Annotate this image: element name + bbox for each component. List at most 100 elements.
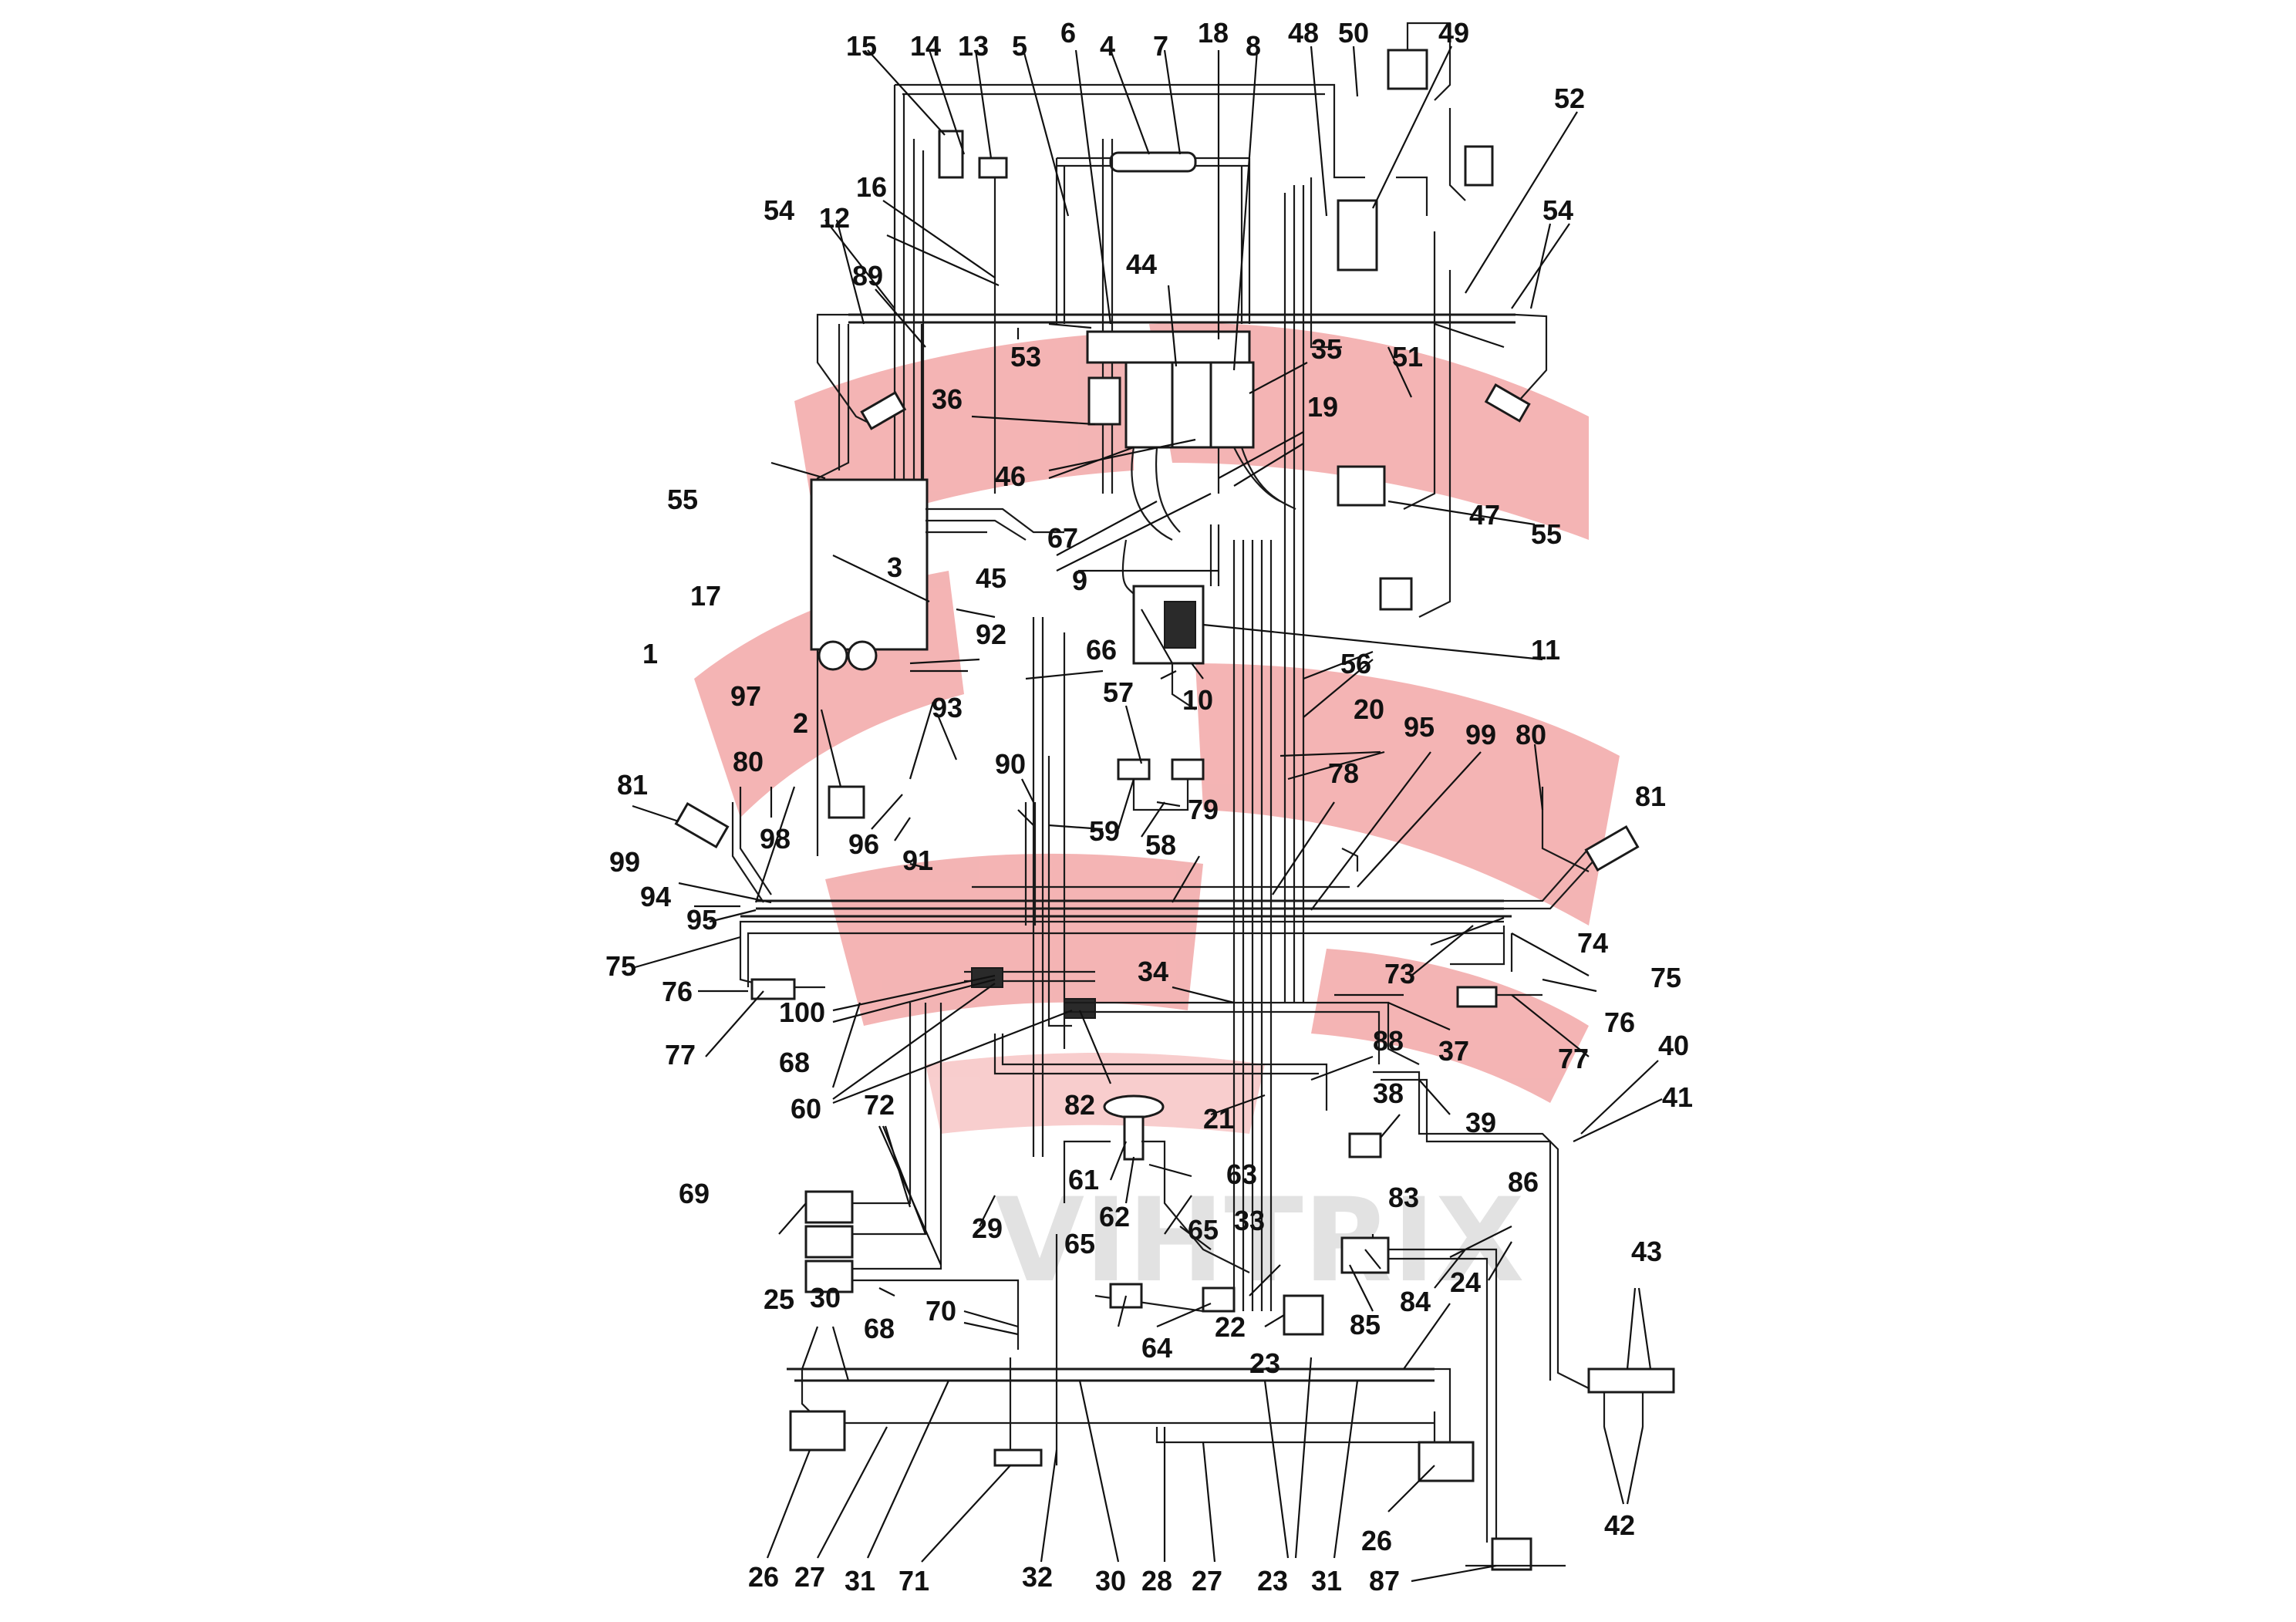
callout-29: 29 (972, 1212, 1003, 1244)
valve-body (1164, 601, 1196, 649)
lift-cylinder (1587, 1367, 1675, 1394)
callout-97: 97 (730, 680, 761, 712)
callout-34: 34 (1138, 956, 1168, 987)
callout-80-left: 80 (733, 746, 764, 777)
callout-23-upper: 23 (1249, 1347, 1280, 1379)
callout-75-right: 75 (1650, 962, 1681, 993)
callout-32: 32 (1022, 1561, 1053, 1593)
callout-91: 91 (902, 845, 933, 876)
valve-38 (1348, 1132, 1382, 1158)
callout-94: 94 (640, 881, 671, 912)
fitting-71 (993, 1448, 1043, 1467)
pedal-valve-64 (1202, 1286, 1236, 1313)
callout-18: 18 (1198, 17, 1229, 49)
callout-74: 74 (1577, 927, 1608, 959)
brake-caliper (789, 1410, 846, 1452)
callout-17: 17 (690, 580, 721, 612)
callout-46: 46 (995, 460, 1026, 492)
valve-56 (1379, 577, 1413, 611)
callout-14: 14 (910, 30, 941, 62)
callout-4: 4 (1100, 30, 1115, 62)
callout-44: 44 (1126, 248, 1157, 280)
callout-labels: 15 14 13 5 6 4 7 18 8 48 50 49 52 16 12 … (605, 17, 1693, 1597)
valve-84 (1340, 1236, 1390, 1274)
callout-68-lower: 68 (864, 1313, 895, 1344)
callout-8: 8 (1246, 30, 1261, 62)
callout-68-upper: 68 (779, 1047, 810, 1078)
callout-59: 59 (1089, 815, 1120, 847)
callout-65-left: 65 (1064, 1228, 1095, 1259)
callout-50: 50 (1338, 17, 1369, 49)
callout-54-left: 54 (764, 194, 794, 226)
callout-36: 36 (932, 383, 963, 415)
callout-21: 21 (1203, 1103, 1234, 1135)
callout-24: 24 (1450, 1266, 1481, 1298)
callout-27-left: 27 (794, 1561, 825, 1593)
filter-element (847, 640, 878, 671)
callout-79: 79 (1188, 794, 1219, 825)
pipe-network (674, 22, 1675, 1571)
callout-42: 42 (1604, 1509, 1635, 1541)
callout-90: 90 (995, 748, 1026, 780)
callout-83: 83 (1388, 1182, 1419, 1213)
callout-33: 33 (1234, 1205, 1265, 1236)
callout-53: 53 (1010, 341, 1041, 373)
valve-52 (1464, 145, 1494, 187)
steering-cylinder-81 (1584, 824, 1640, 872)
callout-72: 72 (864, 1089, 895, 1121)
callout-16: 16 (856, 171, 887, 203)
brake-caliper (1418, 1441, 1475, 1482)
brake-valve (1491, 1537, 1532, 1571)
steering-column (1123, 1115, 1145, 1161)
callout-19: 19 (1307, 391, 1338, 423)
callout-81-right: 81 (1635, 781, 1666, 812)
callout-52: 52 (1554, 83, 1585, 114)
callout-23-lower: 23 (1257, 1565, 1288, 1597)
callout-39: 39 (1465, 1107, 1496, 1138)
callout-80-right: 80 (1515, 719, 1546, 750)
callout-58: 58 (1145, 829, 1176, 861)
callout-63: 63 (1226, 1158, 1257, 1190)
callout-26-right: 26 (1361, 1525, 1392, 1556)
component-97 (828, 785, 865, 819)
callout-57: 57 (1103, 676, 1134, 708)
component-49 (1387, 49, 1428, 90)
callout-89: 89 (852, 260, 883, 292)
callout-47: 47 (1469, 499, 1500, 531)
callout-86: 86 (1508, 1166, 1539, 1198)
callout-49: 49 (1438, 17, 1469, 49)
callout-98: 98 (760, 823, 791, 855)
callout-3: 3 (887, 551, 902, 583)
callout-13: 13 (958, 30, 989, 62)
callout-76-right: 76 (1604, 1007, 1635, 1038)
fitting-55 (860, 391, 907, 430)
callout-60: 60 (791, 1093, 821, 1125)
callout-82: 82 (1064, 1089, 1095, 1121)
callout-84: 84 (1400, 1286, 1431, 1317)
callout-54-right: 54 (1542, 194, 1573, 226)
callout-62: 62 (1099, 1201, 1130, 1233)
callout-77-right: 77 (1558, 1043, 1589, 1074)
steering-cylinder-81 (674, 801, 730, 849)
callout-30-lower: 30 (1095, 1565, 1126, 1597)
callout-70: 70 (925, 1295, 956, 1327)
callout-41: 41 (1662, 1081, 1693, 1113)
callout-40: 40 (1658, 1030, 1689, 1061)
accumulator-48 (1337, 199, 1378, 271)
callout-56: 56 (1340, 648, 1371, 679)
callout-93: 93 (932, 692, 963, 723)
callout-64: 64 (1141, 1332, 1172, 1364)
control-valve (1209, 361, 1255, 449)
callout-7: 7 (1153, 30, 1168, 62)
callout-87: 87 (1369, 1565, 1400, 1597)
callout-9: 9 (1072, 565, 1087, 596)
control-valve (1124, 361, 1174, 449)
callout-25: 25 (764, 1283, 794, 1315)
callout-31-right: 31 (1311, 1565, 1342, 1597)
callout-55-right: 55 (1531, 518, 1562, 550)
manifold-block (1064, 998, 1096, 1019)
valve-47 (1337, 465, 1386, 507)
leader-lines (632, 46, 1663, 1583)
hose-assembly (1109, 151, 1197, 173)
